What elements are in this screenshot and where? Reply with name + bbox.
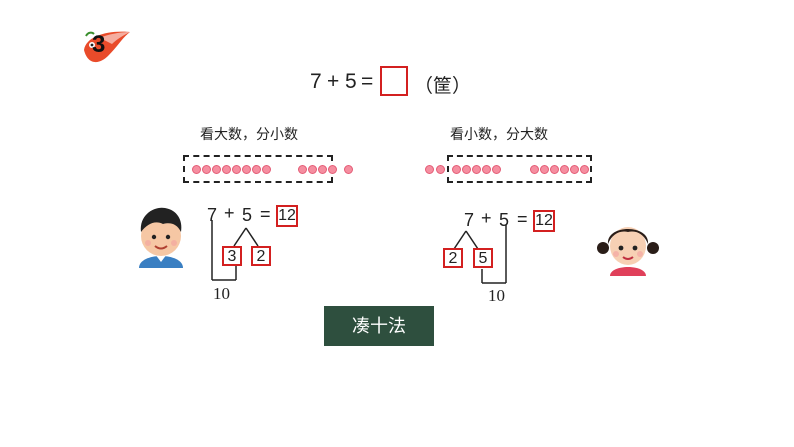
dot [482,165,491,174]
left-plus: + [224,203,235,223]
lesson-number: 3 [92,31,106,58]
dot [328,165,337,174]
left-result-box: 12 [276,205,298,227]
answer-input[interactable] [380,66,408,96]
problem-plus: + [327,70,340,93]
right-split-part-2: 5 [473,248,493,268]
problem-equals: = [361,70,374,93]
left-equals: = [260,204,271,224]
dot [212,165,221,174]
dot [298,165,307,174]
left-ten-label: 10 [213,284,230,303]
right-addend-b: 5 [499,210,510,230]
right-split-diagram [453,225,507,284]
dot [436,165,445,174]
dot [462,165,471,174]
dot [262,165,271,174]
girl-avatar [597,227,659,276]
strategy-caption-left: 看大数，分小数 [200,127,298,143]
dot [472,165,481,174]
dot [232,165,241,174]
left-split-diagram [211,220,259,281]
dot [452,165,461,174]
dot [560,165,569,174]
right-result-box: 12 [533,210,555,232]
dot [570,165,579,174]
problem-addend-b: 5 [345,70,357,93]
dot [540,165,549,174]
right-addend-a: 7 [464,210,475,230]
problem-unit: （筐） [414,75,472,97]
left-split-part-1: 3 [222,246,242,266]
dot [318,165,327,174]
dot [492,165,501,174]
grouping-box-right [447,155,592,183]
right-equals: = [517,209,528,229]
lesson-badge-icon [84,31,130,63]
dot [425,165,434,174]
dot [550,165,559,174]
right-ten-label: 10 [488,286,505,305]
dot [252,165,261,174]
right-plus: + [481,208,492,228]
dot [580,165,589,174]
dot [308,165,317,174]
left-split-part-2: 2 [251,246,271,266]
dot [222,165,231,174]
boy-avatar [139,207,183,268]
problem-addend-a: 7 [310,70,322,93]
dot [192,165,201,174]
make-ten-method-button[interactable]: 凑十法 [324,306,434,346]
left-addend-b: 5 [242,205,253,225]
strategy-caption-right: 看小数，分大数 [450,127,548,143]
dot [242,165,251,174]
dot [530,165,539,174]
left-addend-a: 7 [207,205,218,225]
right-split-part-1: 2 [443,248,463,268]
dot [202,165,211,174]
dot [344,165,353,174]
